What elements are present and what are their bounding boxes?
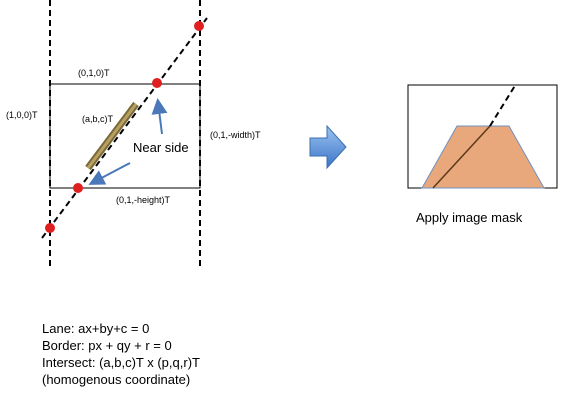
lane-segment-highlight — [86, 103, 138, 169]
mask-caption: Apply image mask — [416, 210, 523, 225]
bottom-border-label: (0,1,-height)T — [116, 195, 171, 205]
lane-vector-label: (a,b,c)T — [82, 114, 114, 124]
intersection-point-bottom-border — [73, 183, 83, 193]
formula-block: Lane: ax+by+c = 0 Border: px + qy + r = … — [42, 320, 200, 388]
masked-lane-dashed — [489, 83, 517, 127]
right-arrow-icon — [309, 124, 347, 170]
formula-intersect: Intersect: (a,b,c)T x (p,q,r)T — [42, 355, 200, 370]
image-rectangle — [49, 83, 201, 189]
top-border-label: (0,1,0)T — [78, 68, 110, 78]
masked-lane-solid — [432, 125, 491, 189]
near-side-arrow-up — [151, 98, 168, 135]
intersection-point-left — [45, 223, 55, 233]
right-border-label: (0,1,-width)T — [210, 130, 261, 140]
intersection-point-top — [194, 21, 204, 31]
formula-border: Border: px + qy + r = 0 — [42, 338, 172, 353]
near-side-label: Near side — [133, 140, 189, 155]
lane-line — [41, 17, 208, 239]
formula-note: (homogenous coordinate) — [42, 372, 191, 387]
near-side-arrow-down — [88, 162, 131, 185]
left-border-label: (1,0,0)T — [6, 110, 38, 120]
image-mask-trapezoid — [421, 125, 545, 189]
intersection-point-top-border — [152, 78, 162, 88]
formula-lane: Lane: ax+by+c = 0 — [42, 321, 150, 336]
